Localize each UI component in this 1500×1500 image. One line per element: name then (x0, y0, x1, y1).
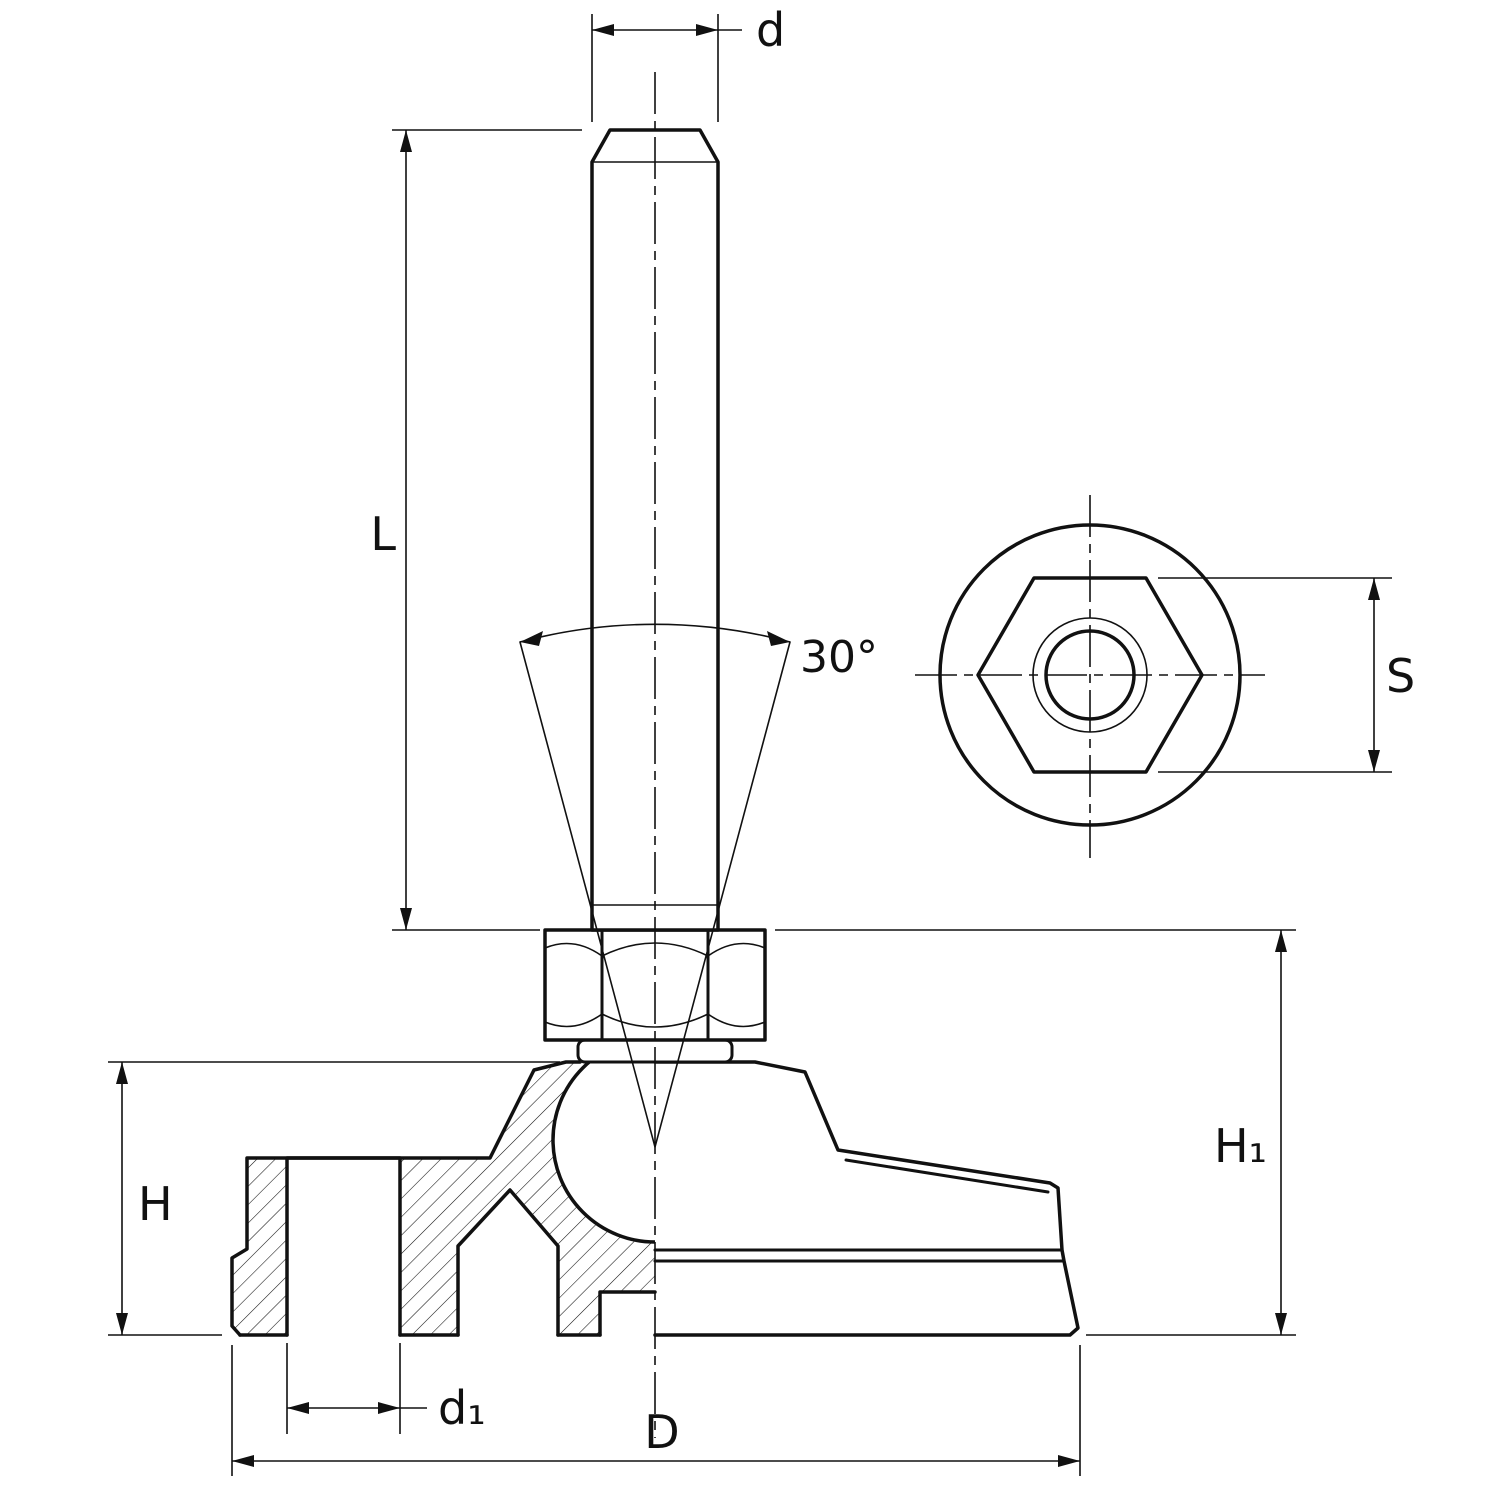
dim-label-L: L (370, 507, 396, 561)
angle-arrow-left (520, 631, 543, 646)
dim-label-d1: d₁ (438, 1381, 486, 1435)
dimension-H1: H₁ (775, 929, 1296, 1336)
inner-recess-outline (456, 1188, 560, 1337)
base-right-half-fill (655, 1062, 1078, 1335)
center-recess-outline (598, 1290, 657, 1337)
dimension-L: L (370, 129, 582, 931)
mounting-bore-outline (285, 1156, 402, 1337)
section-hatch-region (232, 1038, 757, 1335)
dim-label-d: d (756, 3, 785, 57)
base-groove-lines (653, 1158, 1066, 1263)
dim-label-D: D (644, 1405, 679, 1459)
base-right-half-outline (653, 1060, 1080, 1337)
top-view (915, 495, 1265, 858)
front-view: 30° (230, 72, 1080, 1438)
base-left-profile (230, 1060, 582, 1337)
top-view-hexagon (976, 576, 1204, 774)
dimension-S: S (1158, 577, 1415, 773)
angle-label: 30° (800, 632, 878, 683)
dim-label-H1: H₁ (1214, 1119, 1267, 1173)
dim-label-H: H (138, 1177, 173, 1231)
swivel-angle-annotation: 30° (519, 623, 878, 1148)
angle-arrow-right (767, 631, 790, 646)
dimension-H: H (108, 1061, 560, 1336)
dimension-d: d (591, 3, 785, 122)
dim-label-S: S (1386, 649, 1415, 703)
dimension-D: D (231, 1345, 1081, 1476)
dimension-d1: d₁ (286, 1343, 486, 1435)
